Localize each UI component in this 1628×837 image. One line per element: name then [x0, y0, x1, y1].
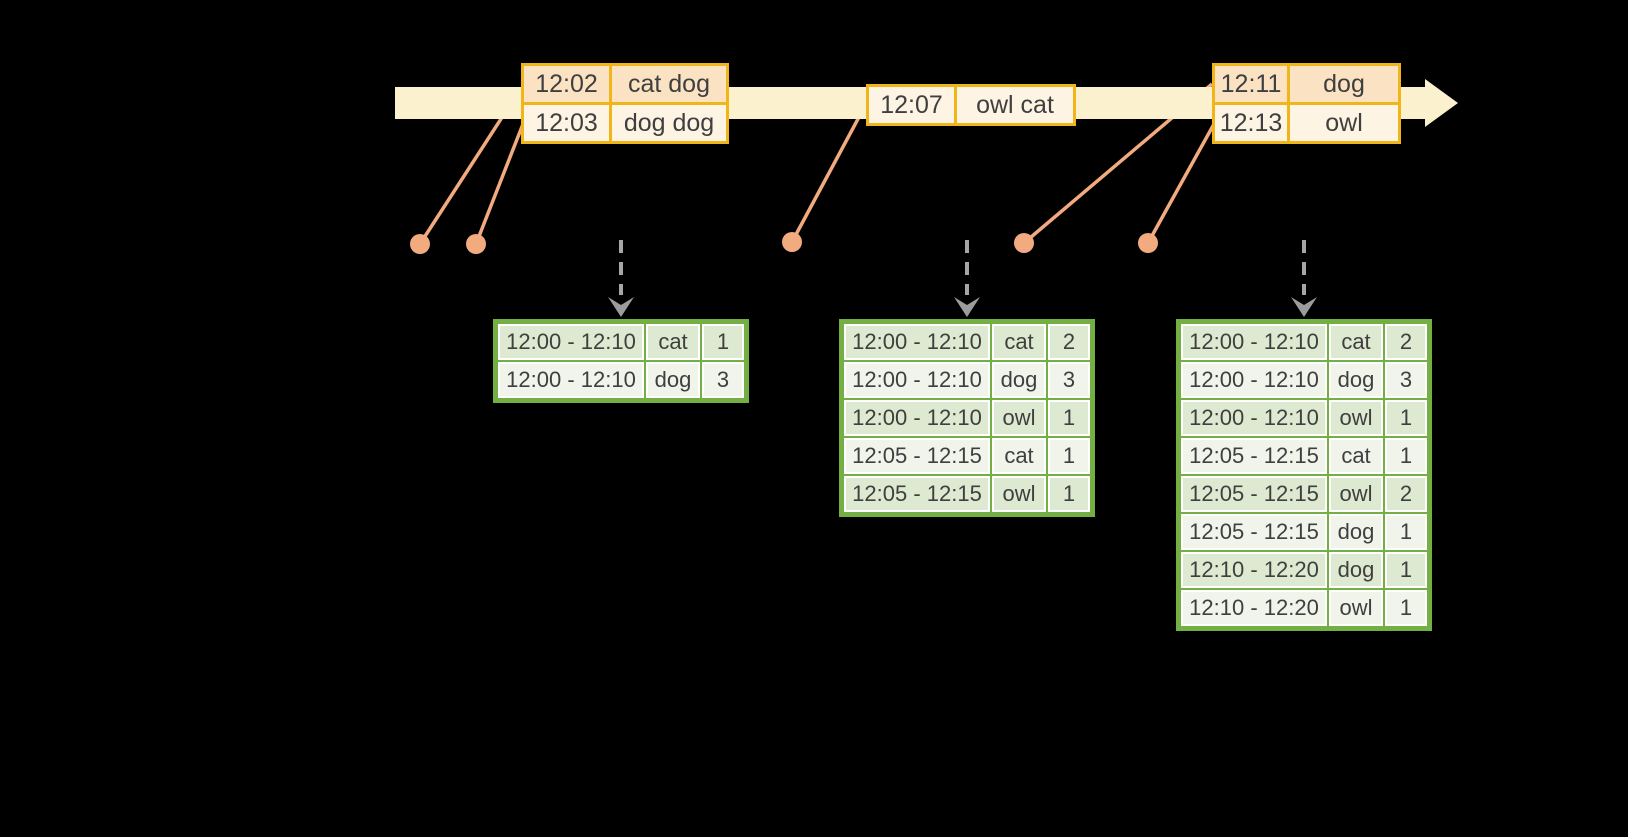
window-cell: 12:05 - 12:15 [844, 438, 990, 474]
event-time: 12:03 [524, 105, 609, 141]
count-cell: 1 [1048, 438, 1090, 474]
word-cell: cat [1329, 324, 1383, 360]
window-cell: 12:00 - 12:10 [844, 362, 990, 398]
word-cell: dog [992, 362, 1046, 398]
word-cell: owl [1329, 476, 1383, 512]
event-dot-icon [466, 234, 486, 254]
event-words: dog [1290, 66, 1398, 102]
table-row: 12:05 - 12:15 owl 2 [1181, 476, 1427, 512]
connector-line [474, 123, 525, 245]
event-words: dog dog [612, 105, 726, 141]
count-cell: 1 [1385, 552, 1427, 588]
table-row: 12:05 - 12:15 dog 1 [1181, 514, 1427, 550]
count-cell: 3 [1048, 362, 1090, 398]
window-cell: 12:05 - 12:15 [844, 476, 990, 512]
word-cell: cat [1329, 438, 1383, 474]
timeline-arrowhead-icon [1425, 79, 1458, 127]
count-cell: 1 [1385, 438, 1427, 474]
word-cell: cat [646, 324, 700, 360]
result-table-2: 12:00 - 12:10 cat 2 12:00 - 12:10 dog 3 … [839, 319, 1095, 517]
event-time: 12:11 [1215, 66, 1287, 102]
word-cell: owl [992, 476, 1046, 512]
connector-line [1146, 123, 1216, 244]
arrow-down-icon [608, 297, 634, 317]
word-cell: dog [1329, 552, 1383, 588]
table-row: 12:10 - 12:20 dog 1 [1181, 552, 1427, 588]
event-box-2: 12:07 owl cat [866, 84, 1076, 126]
event-dot-icon [410, 234, 430, 254]
count-cell: 1 [1048, 400, 1090, 436]
word-cell: dog [646, 362, 700, 398]
count-cell: 1 [1385, 400, 1427, 436]
count-cell: 1 [702, 324, 744, 360]
word-cell: owl [1329, 400, 1383, 436]
table-row: 12:00 - 12:10 dog 3 [844, 362, 1090, 398]
window-cell: 12:00 - 12:10 [844, 324, 990, 360]
event-dot-icon [782, 232, 802, 252]
window-cell: 12:00 - 12:10 [844, 400, 990, 436]
event-words: owl [1290, 105, 1398, 141]
arrow-down-icon [1291, 297, 1317, 317]
word-cell: cat [992, 324, 1046, 360]
event-time: 12:02 [524, 66, 609, 102]
word-cell: dog [1329, 514, 1383, 550]
count-cell: 1 [1385, 514, 1427, 550]
count-cell: 1 [1385, 590, 1427, 626]
window-cell: 12:10 - 12:20 [1181, 590, 1327, 626]
window-cell: 12:10 - 12:20 [1181, 552, 1327, 588]
table-row: 12:10 - 12:20 owl 1 [1181, 590, 1427, 626]
table-row: 12:00 - 12:10 cat 2 [844, 324, 1090, 360]
window-cell: 12:05 - 12:15 [1181, 476, 1327, 512]
table-row: 12:00 - 12:10 owl 1 [844, 400, 1090, 436]
event-time: 12:07 [869, 87, 954, 123]
arrow-down-icon [954, 297, 980, 317]
window-cell: 12:00 - 12:10 [498, 362, 644, 398]
event-box-3: 12:11 dog 12:13 owl [1212, 63, 1401, 144]
event-dot-icon [1138, 233, 1158, 253]
window-cell: 12:00 - 12:10 [1181, 324, 1327, 360]
window-cell: 12:05 - 12:15 [1181, 438, 1327, 474]
count-cell: 3 [1385, 362, 1427, 398]
word-cell: owl [1329, 590, 1383, 626]
table-row: 12:00 - 12:10 cat 1 [498, 324, 744, 360]
event-time: 12:13 [1215, 105, 1287, 141]
table-row: 12:05 - 12:15 cat 1 [844, 438, 1090, 474]
table-row: 12:00 - 12:10 cat 2 [1181, 324, 1427, 360]
window-cell: 12:05 - 12:15 [1181, 514, 1327, 550]
table-row: 12:05 - 12:15 owl 1 [844, 476, 1090, 512]
event-box-1: 12:02 cat dog 12:03 dog dog [521, 63, 729, 144]
event-dot-icon [1014, 233, 1034, 253]
table-row: 12:05 - 12:15 cat 1 [1181, 438, 1427, 474]
table-row: 12:00 - 12:10 dog 3 [498, 362, 744, 398]
word-cell: owl [992, 400, 1046, 436]
count-cell: 1 [1048, 476, 1090, 512]
word-cell: dog [1329, 362, 1383, 398]
result-table-1: 12:00 - 12:10 cat 1 12:00 - 12:10 dog 3 [493, 319, 749, 403]
connector-line [790, 103, 868, 243]
count-cell: 2 [1048, 324, 1090, 360]
window-cell: 12:00 - 12:10 [1181, 400, 1327, 436]
event-words: cat dog [612, 66, 726, 102]
result-table-3: 12:00 - 12:10 cat 2 12:00 - 12:10 dog 3 … [1176, 319, 1432, 631]
count-cell: 2 [1385, 476, 1427, 512]
count-cell: 3 [702, 362, 744, 398]
count-cell: 2 [1385, 324, 1427, 360]
word-cell: cat [992, 438, 1046, 474]
event-words: owl cat [957, 87, 1073, 123]
window-cell: 12:00 - 12:10 [1181, 362, 1327, 398]
table-row: 12:00 - 12:10 dog 3 [1181, 362, 1427, 398]
table-row: 12:00 - 12:10 owl 1 [1181, 400, 1427, 436]
window-cell: 12:00 - 12:10 [498, 324, 644, 360]
